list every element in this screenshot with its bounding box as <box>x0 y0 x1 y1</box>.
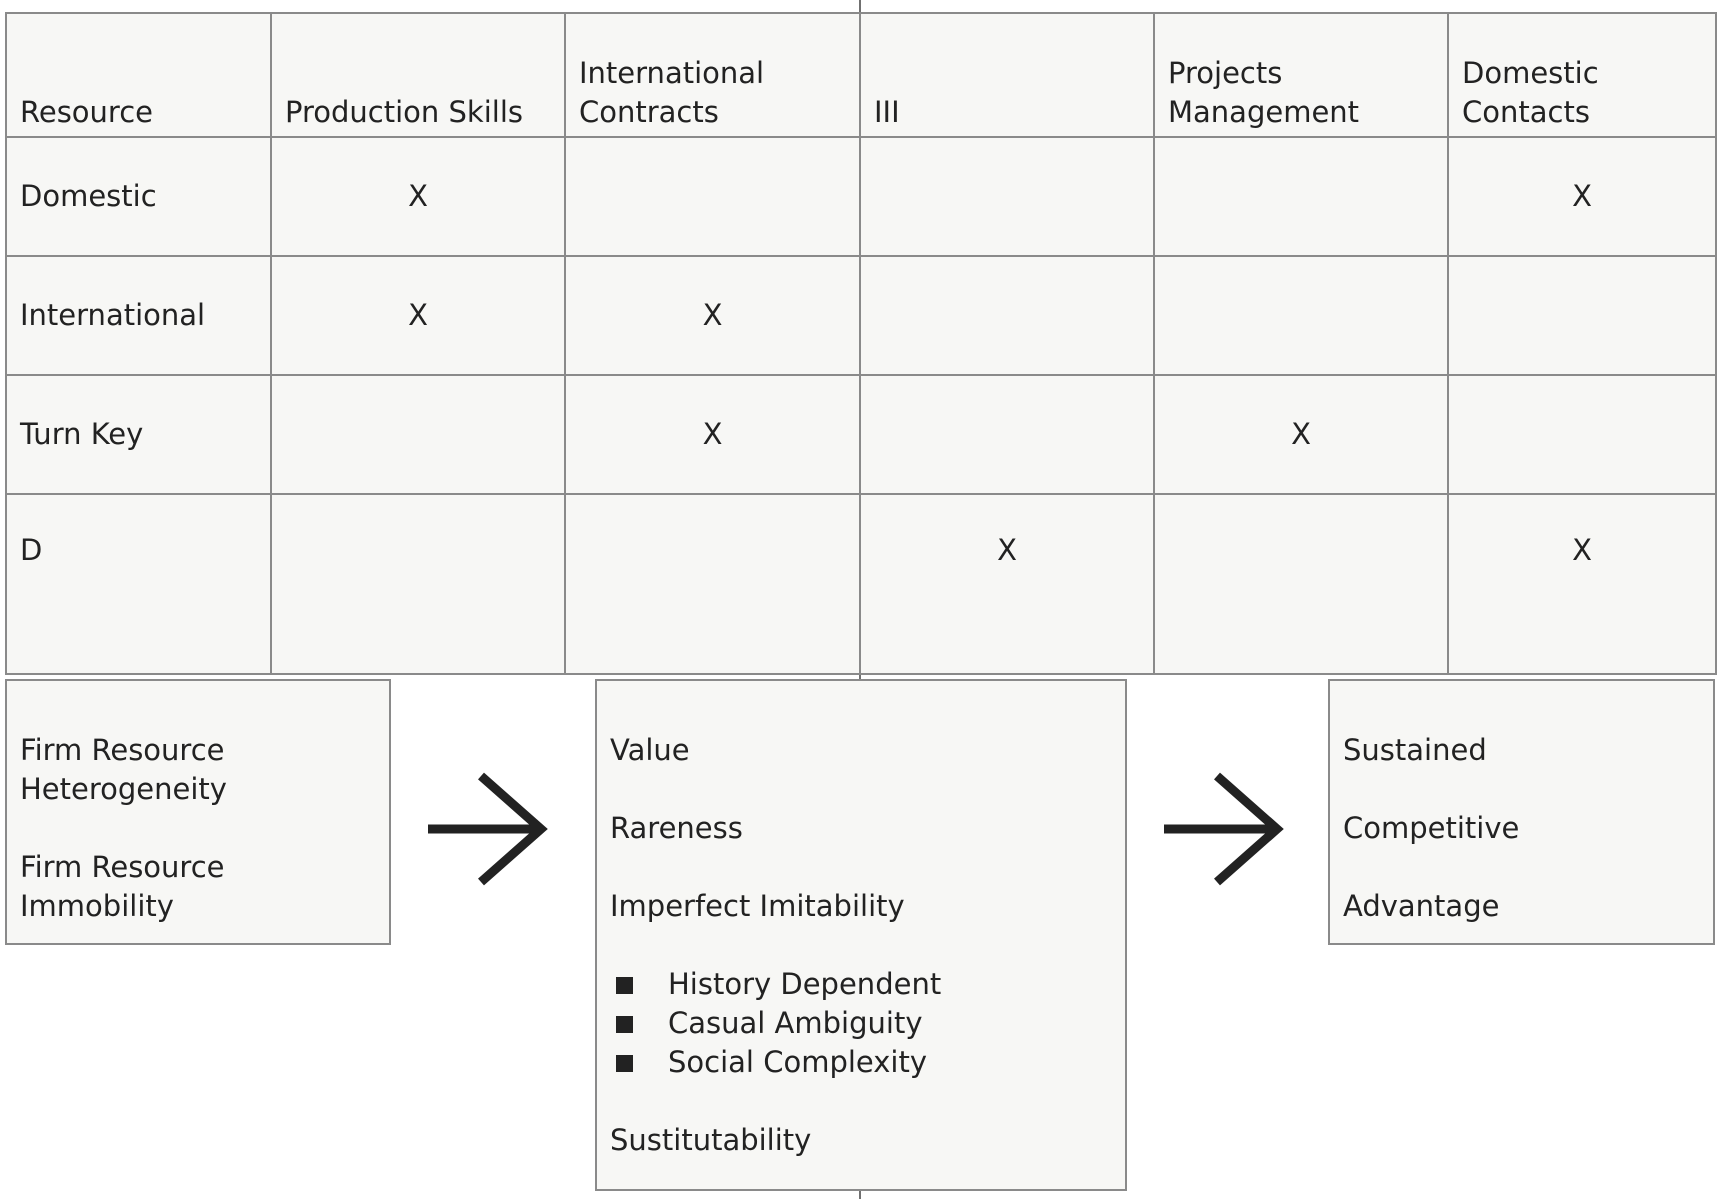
competitive-text: Competitive <box>1343 811 1520 845</box>
resource-attributes-box: Value Rareness Imperfect Imitability His… <box>595 679 1127 1191</box>
list-item: History Dependent <box>610 965 1112 1004</box>
header-domestic-contacts: Domestic Contacts <box>1447 12 1717 138</box>
rareness-text: Rareness <box>610 811 743 845</box>
table-cell: X <box>564 374 861 495</box>
table-cell <box>859 136 1155 257</box>
table-cell <box>270 493 566 675</box>
right-arrow-icon <box>428 772 548 886</box>
bullet-text: Casual Ambiguity <box>668 1006 923 1040</box>
table-header-row: Resource Production Skills International… <box>5 12 1717 138</box>
bullet-square-icon <box>616 1055 633 1072</box>
bullet-square-icon <box>616 977 633 994</box>
immobility-text: Firm Resource Immobility <box>20 850 225 923</box>
table-cell <box>1153 136 1449 257</box>
firm-resources-box: Firm Resource Heterogeneity Firm Resourc… <box>5 679 391 945</box>
value-text: Value <box>610 733 690 767</box>
resource-matrix-table: Resource Production Skills International… <box>5 12 1717 675</box>
table-row-turn-key: Turn Key X X <box>5 374 1717 495</box>
table-cell: X <box>1447 136 1717 257</box>
bullet-text: History Dependent <box>668 967 942 1001</box>
header-production-skills: Production Skills <box>270 12 566 138</box>
table-cell <box>564 493 861 675</box>
sustained-text: Sustained <box>1343 733 1487 767</box>
table-cell <box>1447 255 1717 376</box>
substitutability-text: Sustitutability <box>610 1123 812 1157</box>
table-cell <box>1153 255 1449 376</box>
header-projects-management: Projects Management <box>1153 12 1449 138</box>
bullet-text: Social Complexity <box>668 1045 927 1079</box>
table-cell <box>1153 493 1449 675</box>
table-cell <box>1447 374 1717 495</box>
table-cell: X <box>859 493 1155 675</box>
table-cell <box>270 374 566 495</box>
table-cell: X <box>1447 493 1717 675</box>
right-arrow-icon <box>1164 772 1284 886</box>
table-cell: X <box>270 255 566 376</box>
table-row-domestic: Domestic X X <box>5 136 1717 257</box>
imitability-text: Imperfect Imitability <box>610 889 905 923</box>
table-row-d: D X X <box>5 493 1717 675</box>
bullet-square-icon <box>616 1016 633 1033</box>
imitability-bullet-list: History Dependent Casual Ambiguity Socia… <box>610 965 1112 1082</box>
header-international-contracts: International Contracts <box>564 12 861 138</box>
table-row-international: International X X <box>5 255 1717 376</box>
row-label: Domestic <box>5 136 272 257</box>
table-cell: X <box>270 136 566 257</box>
list-item: Social Complexity <box>610 1043 1112 1082</box>
heterogeneity-text: Firm Resource Heterogeneity <box>20 733 227 806</box>
header-resource: Resource <box>5 12 272 138</box>
header-iii: III <box>859 12 1155 138</box>
table-cell: X <box>1153 374 1449 495</box>
row-label: International <box>5 255 272 376</box>
table-cell: X <box>564 255 861 376</box>
table-cell <box>859 374 1155 495</box>
list-item: Casual Ambiguity <box>610 1004 1112 1043</box>
row-label: Turn Key <box>5 374 272 495</box>
table-cell <box>859 255 1155 376</box>
table-cell <box>564 136 861 257</box>
advantage-text: Advantage <box>1343 889 1500 923</box>
competitive-advantage-box: Sustained Competitive Advantage <box>1328 679 1715 945</box>
row-label: D <box>5 493 272 675</box>
